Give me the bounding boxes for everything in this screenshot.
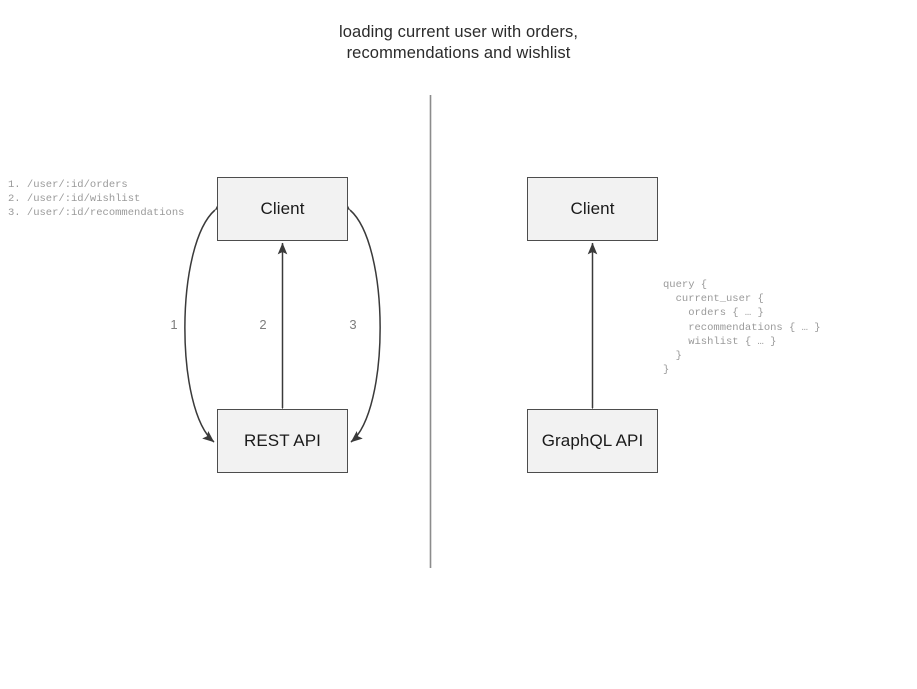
edge-label-2: 2 bbox=[259, 317, 267, 332]
diagram-title: loading current user with orders, recomm… bbox=[339, 23, 578, 62]
rest-edge-1 bbox=[184, 198, 227, 443]
edge-label-3: 3 bbox=[349, 317, 357, 332]
edge-label-1: 1 bbox=[170, 317, 178, 332]
node-client-graphql[interactable]: Client bbox=[527, 177, 658, 241]
node-rest-api-label: REST API bbox=[243, 431, 322, 450]
node-graphql-api[interactable]: GraphQL API bbox=[527, 409, 658, 473]
rest-endpoint-list: 1. /user/:id/orders 2. /user/:id/wishlis… bbox=[8, 179, 185, 220]
node-client-rest[interactable]: Client bbox=[217, 177, 348, 241]
node-rest-api[interactable]: REST API bbox=[217, 409, 348, 473]
node-client-rest-label: Client bbox=[260, 199, 305, 218]
node-client-graphql-label: Client bbox=[570, 199, 615, 218]
rest-edge-3 bbox=[338, 198, 381, 443]
node-graphql-api-label: GraphQL API bbox=[541, 431, 644, 450]
graphql-query-block: query { current_user { orders { … } reco… bbox=[663, 279, 821, 377]
